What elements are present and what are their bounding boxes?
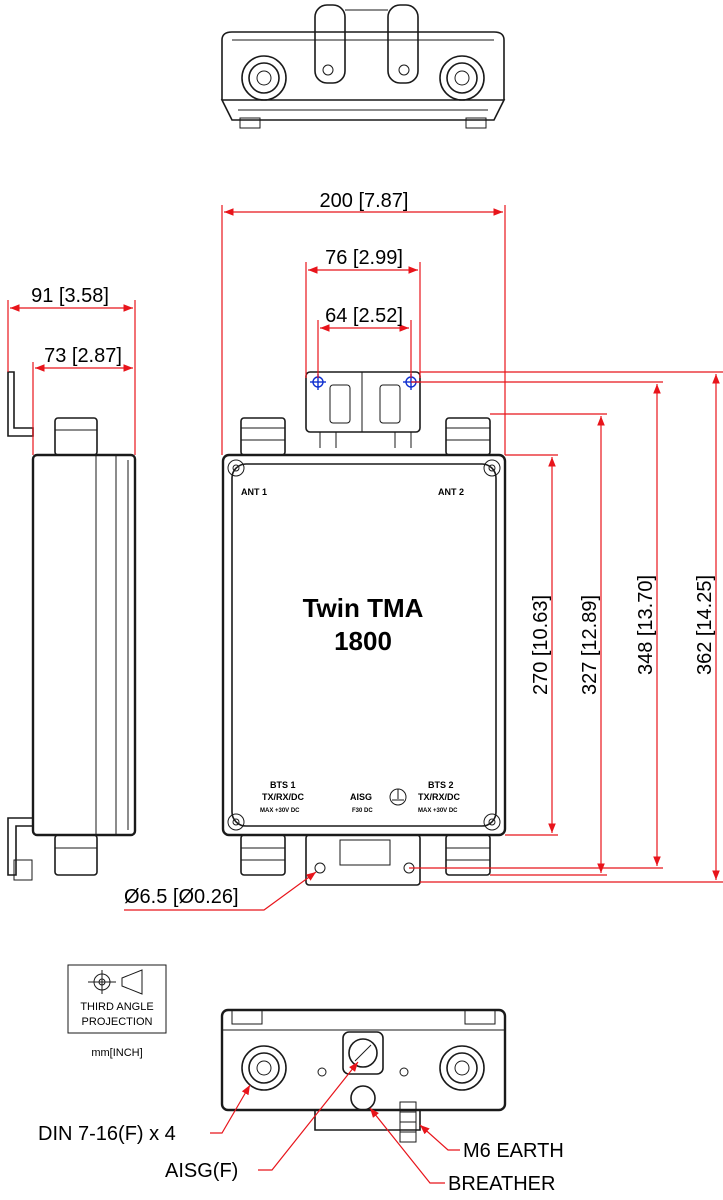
aisg-label: AISG [350,792,372,802]
dim-depth-body-label: 73 [2.87] [44,345,122,367]
product-name: Twin TMA [303,593,424,623]
projection-line1: THIRD ANGLE [80,1001,153,1013]
dimension-depth-body: 73 [2.87] [32,345,133,455]
front-view: ANT 1 ANT 2 Twin TMA 1800 BTS 1 TX/RX/DC… [221,371,507,886]
dim-bracket-inner-label: 64 [2.52] [325,305,403,327]
callout-din: DIN 7-16(F) x 4 [38,1084,251,1145]
dim-h-holes-label: 348 [13.70] [635,575,657,675]
top-view [220,4,506,129]
din-label: DIN 7-16(F) x 4 [38,1123,176,1145]
dimension-bracket-outer: 76 [2.99] [305,247,421,378]
ground-symbol-icon [389,788,407,806]
bts1-label: BTS 1 [270,780,296,790]
callout-breather: BREATHER [369,1107,555,1195]
units-label: mm[INCH] [91,1047,142,1059]
dim-width-label: 200 [7.87] [320,190,409,212]
bts1-max: MAX +30V DC [260,808,300,814]
hole-label: Ø6.5 [Ø0.26] [124,886,239,908]
dim-h-body-label: 270 [10.63] [530,595,552,695]
aisg-callout-label: AISG(F) [165,1160,238,1182]
dimension-h-holes: 348 [13.70] [409,381,663,869]
bts2-max: MAX +30V DC [418,808,458,814]
ant1-label: ANT 1 [241,487,267,497]
dimension-width: 200 [7.87] [221,190,506,455]
dimension-bracket-inner: 64 [2.52] [317,305,412,378]
dimension-h-body: 270 [10.63] [505,454,558,836]
bottom-view [220,1008,507,1143]
side-view [7,371,137,881]
dim-h-total-label: 362 [14.25] [694,575,716,675]
third-angle-projection-icon [88,969,143,995]
hole-callout: Ø6.5 [Ø0.26] [124,871,317,911]
breather-label: BREATHER [448,1173,555,1195]
dim-depth-total-label: 91 [3.58] [31,285,109,307]
ant2-label: ANT 2 [438,487,464,497]
bts2-sub: TX/RX/DC [418,792,461,802]
earth-label: M6 EARTH [463,1140,564,1162]
projection-line2: PROJECTION [82,1016,153,1028]
dimension-h-connectors: 327 [12.89] [490,413,607,876]
dim-h-connectors-label: 327 [12.89] [579,595,601,695]
callout-earth: M6 EARTH [419,1124,564,1162]
dimension-depth-total: 91 [3.58] [7,285,136,455]
bts1-sub: TX/RX/DC [262,792,305,802]
bts2-label: BTS 2 [428,780,454,790]
dim-bracket-outer-label: 76 [2.99] [325,247,403,269]
product-band: 1800 [334,626,392,656]
callout-aisg: AISG(F) [165,1061,359,1182]
aisg-sub: F30 DC [352,808,373,814]
dimension-h-total: 362 [14.25] [420,371,723,883]
projection-symbol: THIRD ANGLE PROJECTION mm[INCH] [67,964,167,1059]
